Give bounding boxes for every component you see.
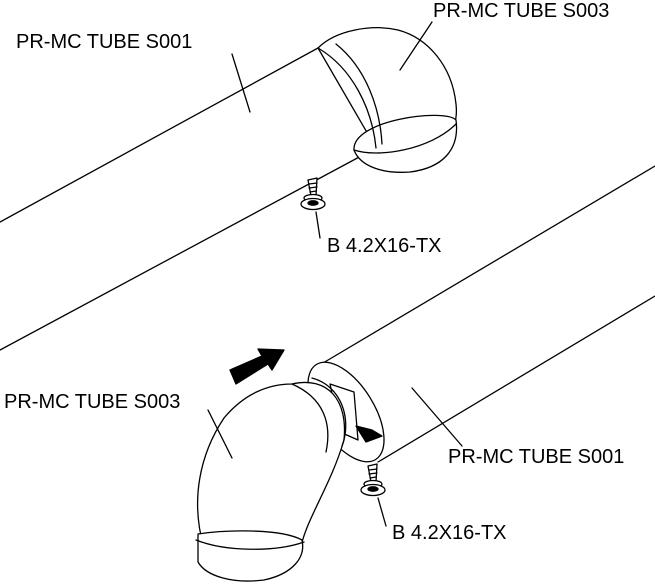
label-top-screw: B 4.2X16-TX xyxy=(327,235,442,257)
top-elbow-s003 xyxy=(317,27,458,173)
leader-bottom-elbow xyxy=(207,409,233,459)
insert-arrow-icon xyxy=(229,348,285,385)
leader-top-screw xyxy=(315,211,321,239)
label-top-tube: PR-MC TUBE S001 xyxy=(16,31,192,53)
bottom-screw xyxy=(360,463,386,497)
leader-bottom-screw xyxy=(377,497,387,527)
top-screw xyxy=(300,177,326,211)
leader-bottom-tube xyxy=(411,387,463,447)
leader-top-elbow xyxy=(399,21,433,71)
label-top-elbow: PR-MC TUBE S003 xyxy=(433,0,609,22)
leader-top-tube xyxy=(231,53,251,113)
bottom-elbow-s003 xyxy=(195,377,347,582)
label-bottom-elbow: PR-MC TUBE S003 xyxy=(4,391,180,413)
label-bottom-screw: B 4.2X16-TX xyxy=(392,522,507,544)
leader-lines xyxy=(207,21,463,527)
label-bottom-tube: PR-MC TUBE S001 xyxy=(448,446,624,468)
